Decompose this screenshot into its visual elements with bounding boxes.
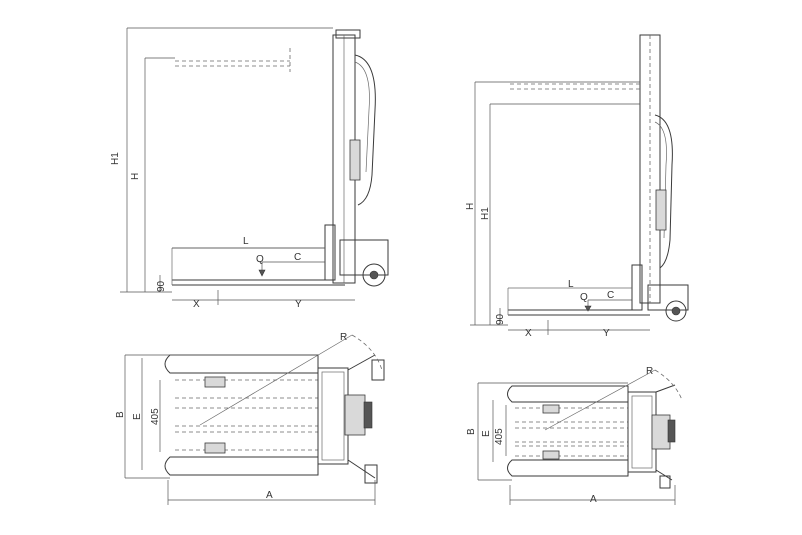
- label-L: L: [243, 236, 249, 247]
- fork-top: [164, 354, 319, 374]
- top-view-left: B E 405 A R: [115, 332, 385, 505]
- label-90: 90: [156, 280, 167, 292]
- label-R: R: [340, 332, 347, 343]
- top-view-right: B E 405 A R: [466, 366, 683, 505]
- label-Q: Q: [580, 292, 588, 303]
- label-405: 405: [150, 408, 161, 425]
- label-C: C: [294, 252, 301, 263]
- label-C: C: [607, 290, 614, 301]
- label-X: X: [525, 328, 532, 339]
- fork-bottom: [507, 459, 629, 477]
- label-B: B: [466, 428, 477, 435]
- label-H: H: [130, 173, 141, 180]
- label-R: R: [646, 366, 653, 377]
- handle: [654, 114, 673, 269]
- handle-grip: [667, 419, 676, 443]
- label-L: L: [568, 279, 574, 290]
- rear-wheel: [362, 263, 386, 287]
- rear-wheel: [665, 300, 687, 322]
- handle-grip: [363, 401, 373, 429]
- label-90: 90: [495, 313, 506, 325]
- handle: [354, 54, 376, 206]
- carriage: [317, 367, 349, 465]
- fork-bottom: [164, 456, 319, 476]
- fork-top: [507, 385, 629, 403]
- label-E: E: [481, 430, 492, 437]
- side-view-left: H1 H L C Q X Y 90: [110, 27, 389, 310]
- label-Y: Y: [295, 299, 302, 310]
- label-A: A: [266, 490, 273, 501]
- label-H: H: [465, 203, 476, 210]
- label-X: X: [193, 299, 200, 310]
- label-H1: H1: [480, 207, 491, 220]
- label-405: 405: [494, 428, 505, 445]
- label-Q: Q: [256, 254, 264, 265]
- label-H1: H1: [110, 152, 121, 165]
- label-A: A: [590, 494, 597, 505]
- label-E: E: [132, 413, 143, 420]
- label-Y: Y: [603, 328, 610, 339]
- side-view-right: H H1 L C Q X Y 90: [465, 34, 689, 339]
- label-B: B: [115, 411, 126, 418]
